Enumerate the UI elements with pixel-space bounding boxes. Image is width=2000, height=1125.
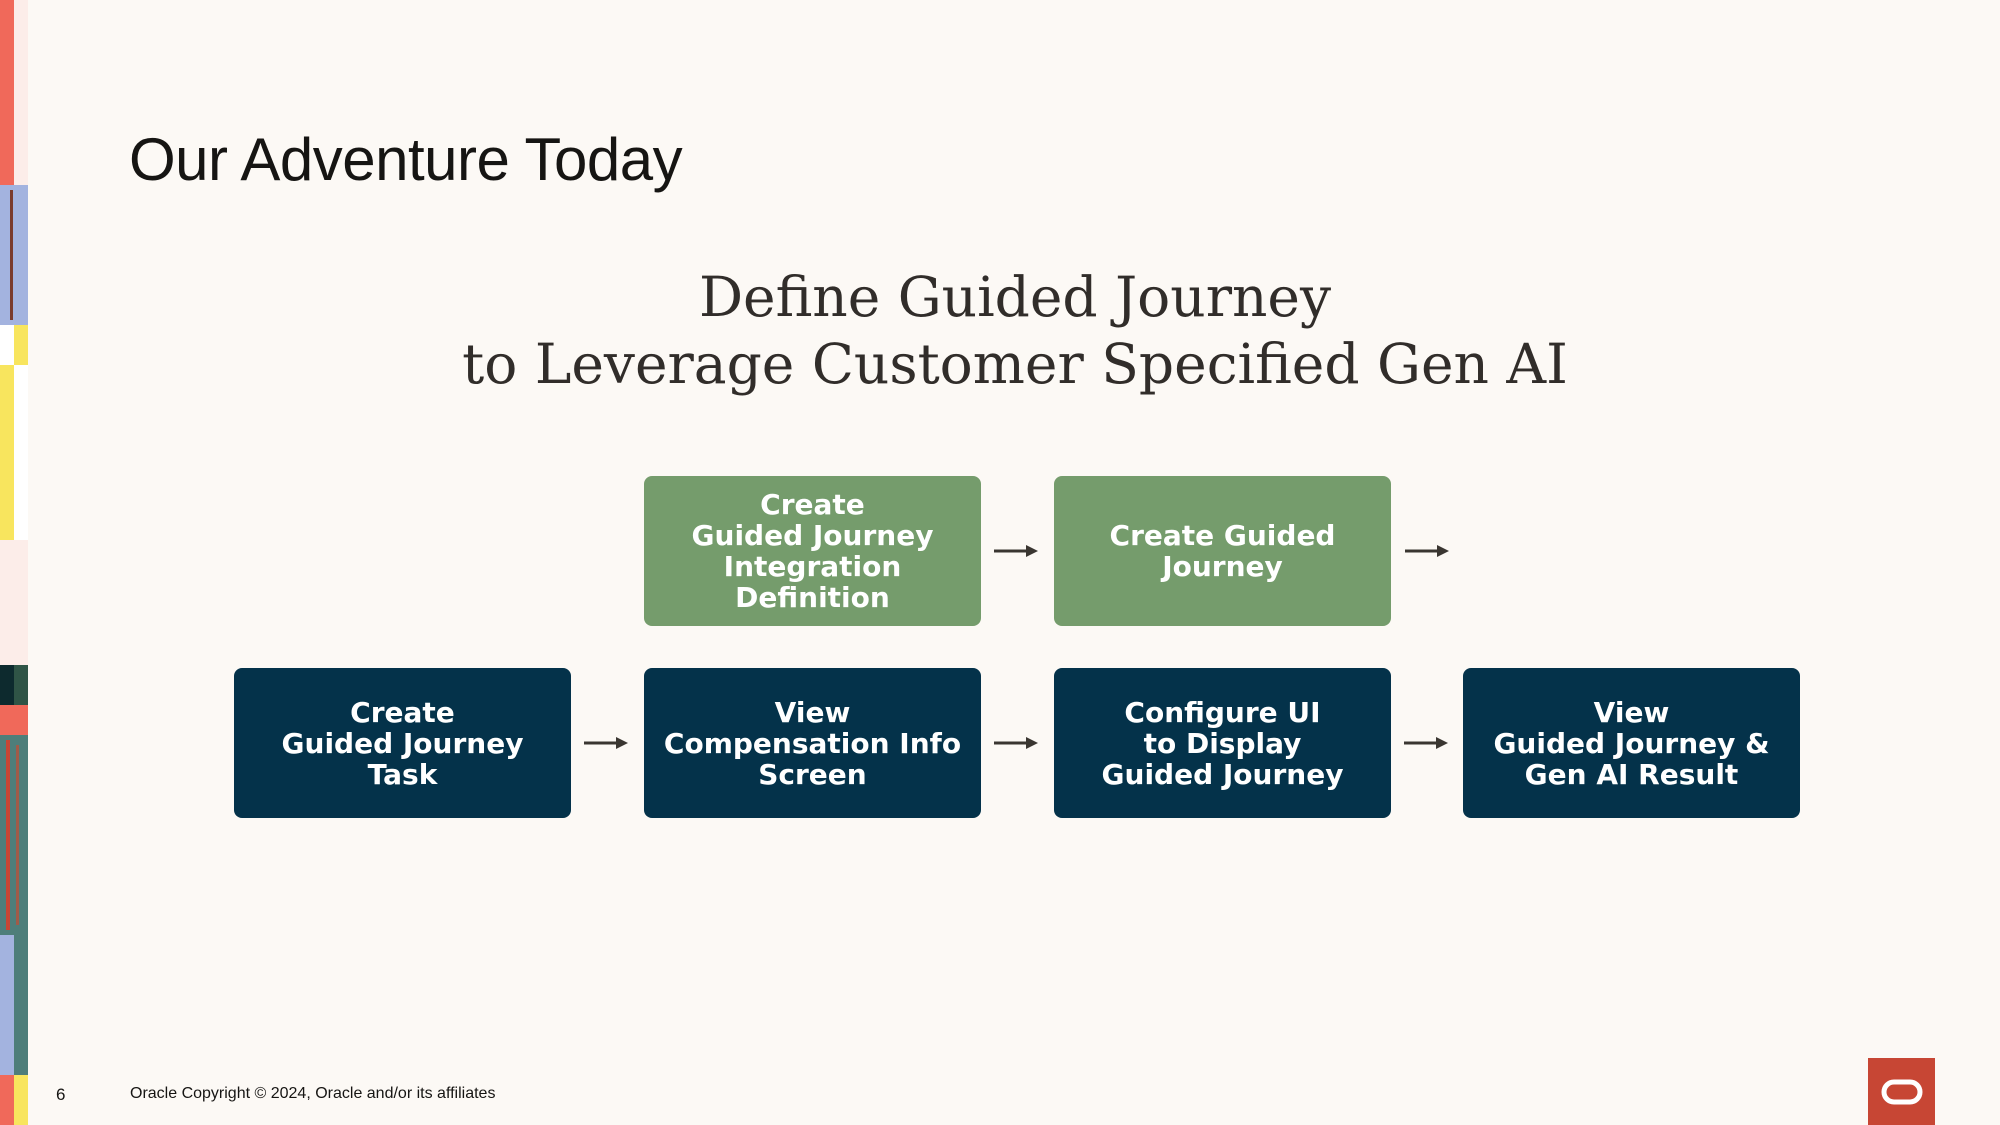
oracle-ring-icon [1881, 1079, 1922, 1104]
flow-step-configure-ui: Configure UI to Display Guided Journey [1054, 668, 1391, 818]
flow-step-create-guided-journey: Create Guided Journey [1054, 476, 1391, 626]
flow-step-label: Configure UI to Display Guided Journey [1101, 695, 1344, 791]
slide-title: Our Adventure Today [129, 126, 683, 193]
oracle-logo-icon [1868, 1058, 1935, 1125]
flow-step-create-guided-journey-task: Create Guided Journey Task [234, 668, 571, 818]
copyright-text: Oracle Copyright © 2024, Oracle and/or i… [130, 1085, 496, 1102]
decorative-side-strip [0, 0, 28, 1125]
flow-step-label: View Compensation Info Screen [663, 695, 962, 791]
arrow-right-icon [1404, 737, 1448, 749]
flow-step-label: View Guided Journey & Gen AI Result [1493, 695, 1770, 791]
flow-step-view-compensation-info: View Compensation Info Screen [644, 668, 981, 818]
flow-step-label: Create Guided Journey [1109, 519, 1336, 583]
flow-step-create-integration-definition: Create Guided Journey Integration Defini… [644, 476, 981, 626]
arrow-right-icon [1405, 545, 1449, 557]
arrow-right-icon [994, 545, 1038, 557]
flow-step-view-gen-ai-result: View Guided Journey & Gen AI Result [1463, 668, 1800, 818]
subtitle-line-1: Define Guided Journey [698, 265, 1332, 329]
flow-step-label: Create Guided Journey Task [281, 695, 524, 791]
page-number: 6 [56, 1085, 66, 1104]
arrow-right-icon [994, 737, 1038, 749]
arrow-right-icon [584, 737, 628, 749]
subtitle-line-2: to Leverage Customer Specified Gen AI [462, 332, 1568, 396]
flow-step-label: Create Guided Journey Integration Defini… [691, 488, 934, 614]
